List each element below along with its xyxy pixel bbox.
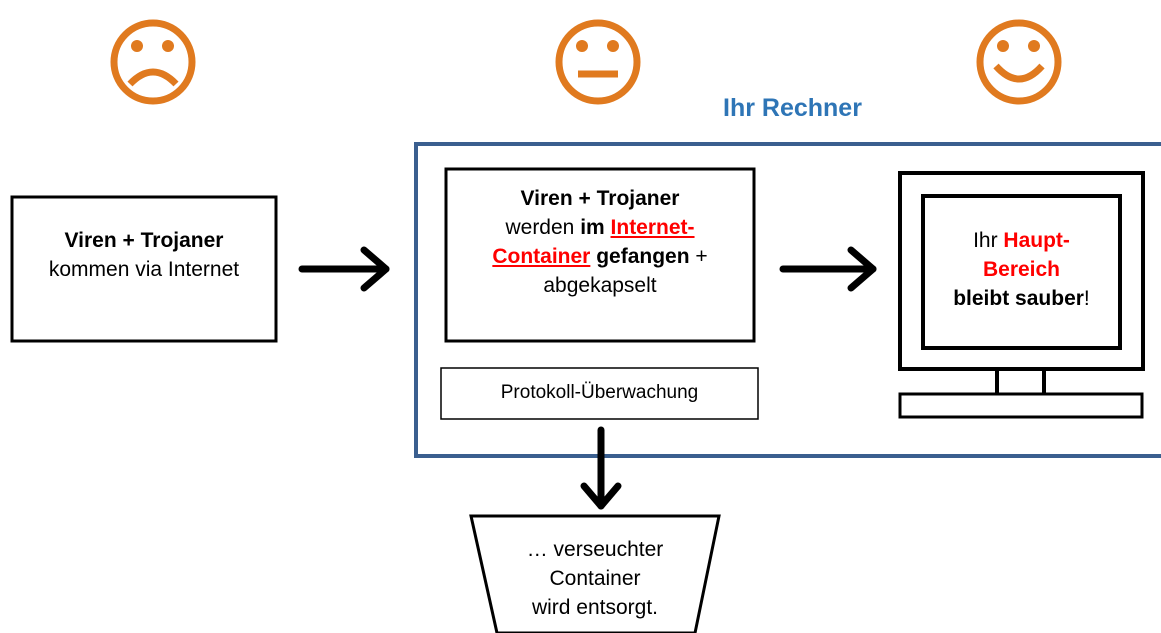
sad-face-icon — [110, 19, 196, 105]
trash-bin-text: … verseuchter Container wird entsorgt. — [471, 535, 719, 622]
container-word-internet: Internet- — [610, 216, 695, 239]
protocol-box — [440, 367, 759, 420]
internet-box-text: Viren + Trojaner kommen via Internet — [12, 226, 276, 284]
monitor-word-ihr: Ihr — [973, 229, 1004, 252]
container-word-container: Container — [492, 245, 591, 268]
monitor-icon — [898, 171, 1145, 419]
container-box — [444, 167, 756, 343]
computer-frame — [414, 142, 1161, 458]
neutral-face-icon — [555, 19, 641, 105]
bin-line3: wird entsorgt. — [531, 596, 659, 619]
computer-title: Ihr Rechner — [723, 94, 862, 122]
monitor-screen-text: Ihr Haupt- Bereich bleibt sauber! — [923, 226, 1120, 313]
monitor-word-bleibt: bleibt sauber — [953, 287, 1084, 310]
monitor-word-excl: ! — [1083, 287, 1090, 310]
container-word-werden: werden — [505, 216, 581, 239]
container-box-line1: Viren + Trojaner — [520, 187, 680, 210]
happy-face-icon — [976, 19, 1062, 105]
bin-line2: Container — [549, 567, 641, 590]
internet-box-line1: Viren + Trojaner — [64, 229, 224, 252]
arrow-right-icon — [779, 246, 877, 292]
monitor-word-bereich: Bereich — [982, 258, 1061, 281]
container-box-text: Viren + Trojaner werden im Internet- Con… — [446, 184, 754, 300]
container-word-plus: + — [689, 245, 708, 268]
container-word-gefangen: gefangen — [590, 245, 690, 268]
protocol-label: Protokoll-Überwachung — [500, 382, 699, 403]
monitor-word-haupt: Haupt- — [1003, 229, 1070, 252]
internet-box-line2: kommen via Internet — [48, 258, 240, 281]
arrow-right-icon — [298, 246, 390, 292]
internet-box — [10, 195, 278, 343]
trash-bin-shape — [469, 514, 721, 633]
bin-line1: … verseuchter — [526, 538, 664, 561]
container-word-abgekapselt: abgekapselt — [543, 274, 657, 297]
arrow-down-icon — [580, 426, 622, 510]
container-word-im: im — [580, 216, 611, 239]
